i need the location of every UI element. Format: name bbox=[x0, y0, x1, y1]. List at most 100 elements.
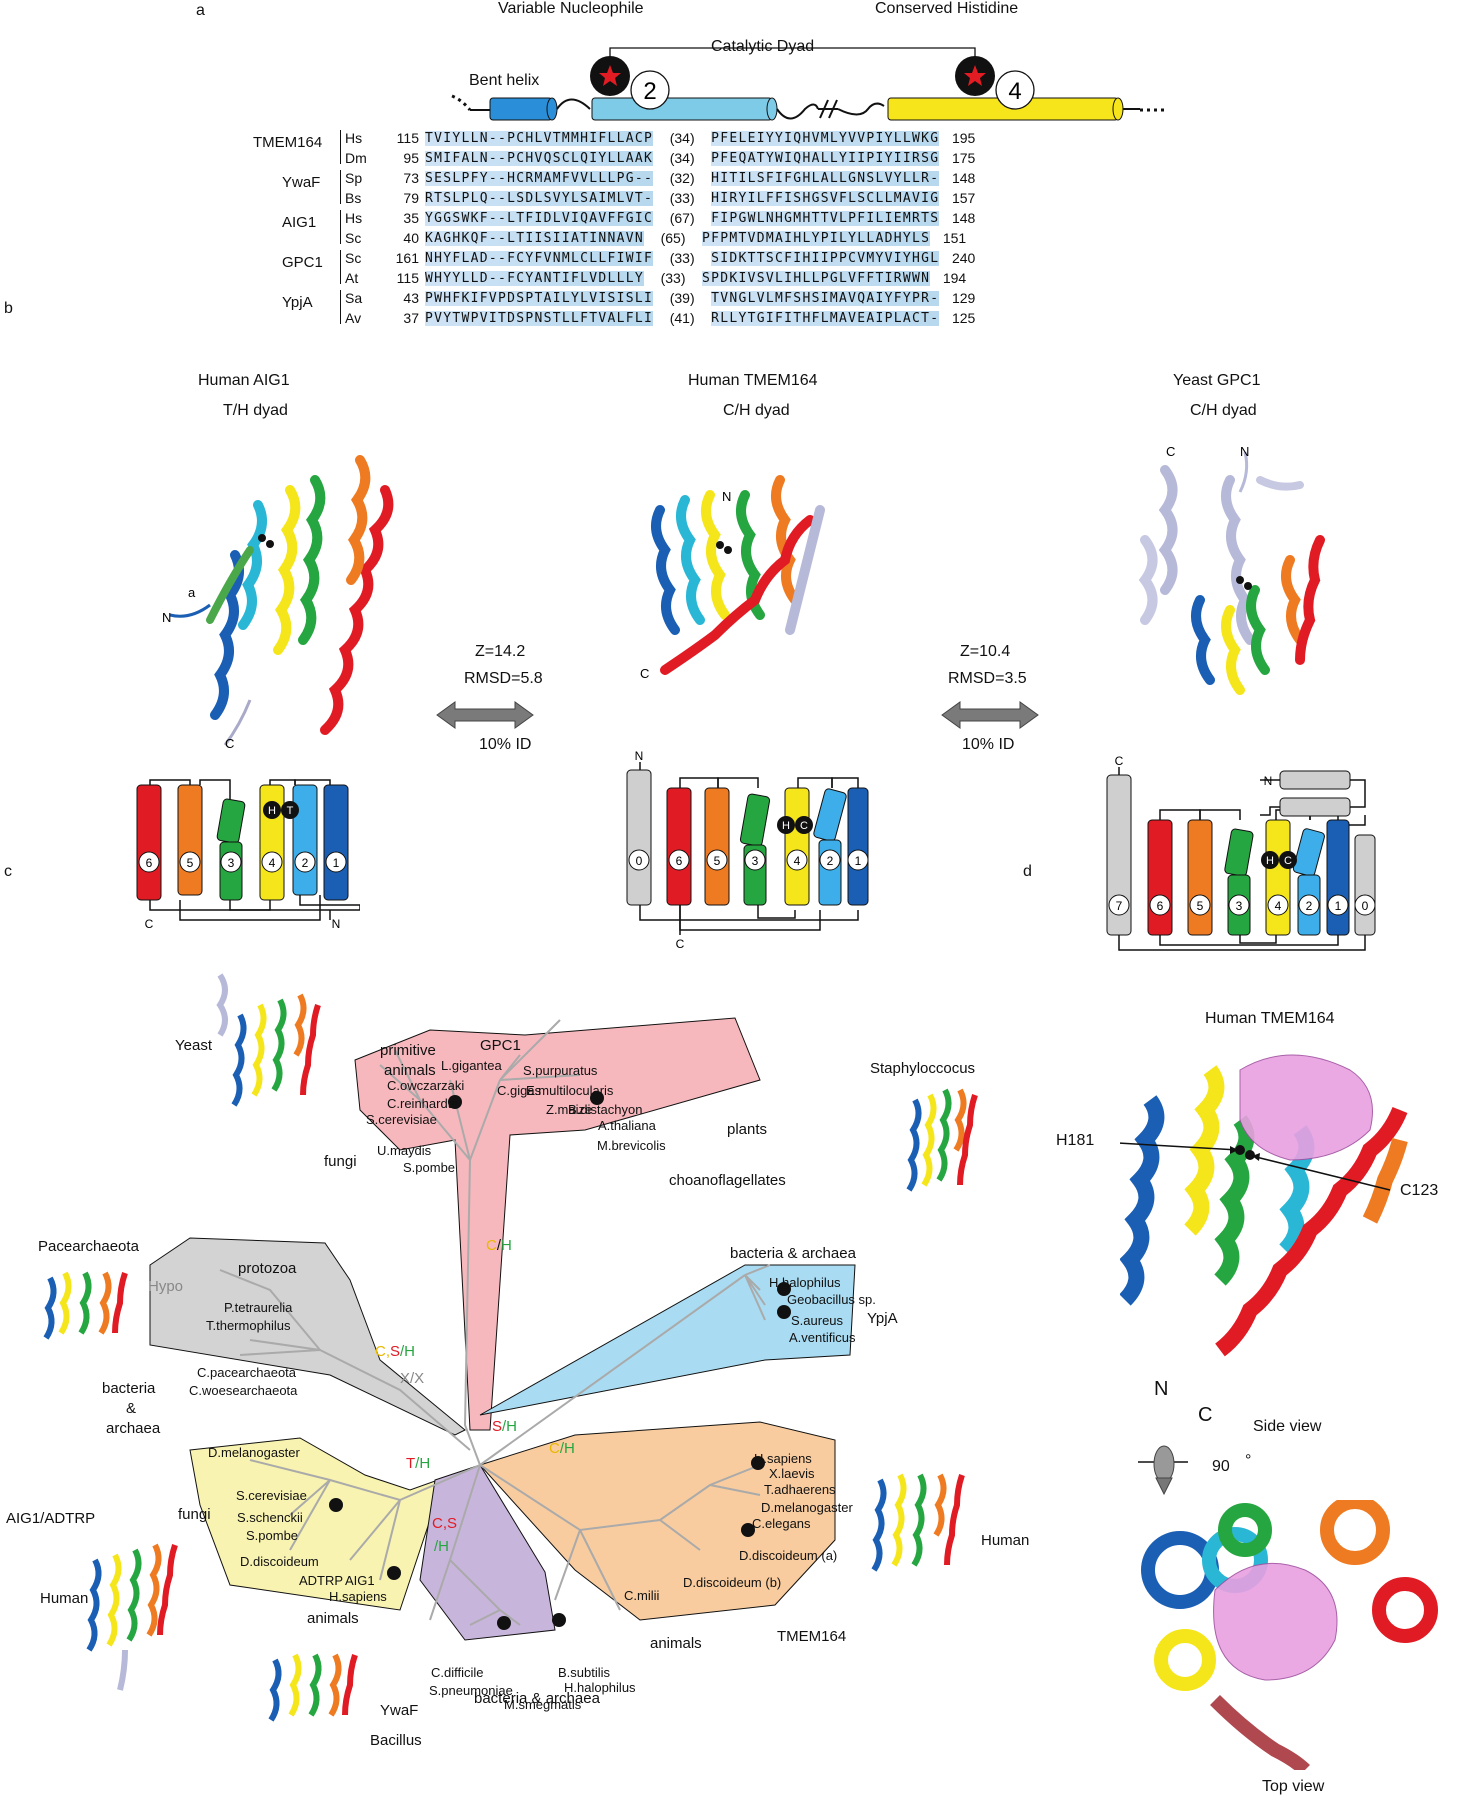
label-fungi: fungi bbox=[324, 1153, 357, 1170]
gpc1-topo-h4: 4 bbox=[1275, 899, 1282, 913]
rmsd-right: RMSD=3.5 bbox=[948, 670, 1027, 687]
tmem164-top-view bbox=[1141, 1500, 1438, 1770]
hypo-title: Hypo bbox=[148, 1278, 184, 1295]
aig1-topo-h3: 3 bbox=[228, 856, 235, 870]
hypo-species-label: C.woesearchaeota bbox=[189, 1383, 298, 1398]
tmem164-topology-diagram: 0 6 5 3 4 2 1 H C N C bbox=[626, 750, 869, 951]
sequence-segment-1: KAGHKQF--LTIISIIATINNAVN bbox=[425, 230, 645, 246]
tmem-topo-h0: 0 bbox=[636, 854, 643, 868]
ywaf-species-label: C.difficile bbox=[431, 1665, 484, 1680]
gap-length: (67) bbox=[669, 210, 695, 226]
start-position: 79 bbox=[403, 190, 419, 206]
ypja-species-label: Geobacillus sp. bbox=[787, 1292, 876, 1307]
gpc1-dyad-label: C/H bbox=[486, 1237, 512, 1254]
gpc1-species-label: B.distachyon bbox=[568, 1102, 643, 1117]
gpc1-topo-n: N bbox=[1264, 774, 1273, 788]
label-primitive: primitive bbox=[380, 1042, 436, 1059]
panel-letter-b: b bbox=[4, 300, 13, 317]
gpc1-topo-h1: 1 bbox=[1335, 899, 1342, 913]
tmem164-title: Human TMEM164 bbox=[688, 372, 818, 389]
family-label: GPC1 bbox=[282, 254, 323, 271]
tmem-species-label: T.adhaerens bbox=[764, 1482, 836, 1497]
conserved-histidine-label: Conserved Histidine bbox=[875, 0, 1019, 17]
gap-length: (65) bbox=[660, 230, 686, 246]
staph-thumbnail bbox=[906, 1088, 978, 1192]
species-code: Hs bbox=[345, 130, 363, 146]
gpc1-title: Yeast GPC1 bbox=[1173, 372, 1261, 389]
tmem-topo-h4: 4 bbox=[794, 854, 801, 868]
gpc1-topology-diagram: 7 6 5 3 4 2 1 0 H C C N bbox=[1106, 755, 1376, 951]
gpc1-hull bbox=[354, 1017, 761, 1431]
aig1-topo-h4: 4 bbox=[269, 856, 276, 870]
tmem-topo-h1: 1 bbox=[855, 854, 862, 868]
start-position: 40 bbox=[403, 230, 419, 246]
z-score-left: Z=14.2 bbox=[475, 643, 526, 660]
gap-length: (41) bbox=[669, 310, 695, 326]
gap-length: (33) bbox=[669, 190, 695, 206]
gpc1-group-title: GPC1 bbox=[480, 1037, 521, 1054]
start-position: 95 bbox=[403, 150, 419, 166]
ywaf-species-label: B.subtilis bbox=[558, 1665, 611, 1680]
tmem164-n-label: N bbox=[722, 489, 731, 504]
aig1-species-label: H.sapiens bbox=[329, 1589, 387, 1604]
panel-letter-a: a bbox=[196, 2, 205, 19]
rotation-angle: 90 bbox=[1212, 1458, 1230, 1475]
aig1-topo-his: H bbox=[268, 805, 276, 817]
sequence-segment-2: SPDKIVSVLIHLLPGLVFFTIRWWN bbox=[702, 270, 931, 286]
ywaf-bacteria-label: bacteria & archaea bbox=[474, 1690, 600, 1707]
helix-4-number: 4 bbox=[1008, 78, 1021, 105]
aig1-topo-thr: T bbox=[287, 805, 294, 817]
tmem164-side-view bbox=[1120, 1054, 1408, 1357]
tmem-species-label: D.discoideum (a) bbox=[739, 1548, 838, 1563]
gap-length: (34) bbox=[669, 150, 695, 166]
sequence-segment-1: TVIYLLN--PCHLVTMMHIFLLACP bbox=[425, 130, 654, 146]
family-label: TMEM164 bbox=[253, 134, 323, 151]
sequence-segment-1: NHYFLAD--FCYFVNMLCLLFIWIF bbox=[425, 250, 654, 266]
gpc1-species-label: Z.maize bbox=[546, 1102, 593, 1117]
identity-left: 10% ID bbox=[479, 736, 532, 753]
rotate-arrow-icon bbox=[1138, 1445, 1188, 1496]
species-code: Av bbox=[345, 310, 362, 326]
tmem-species-label: H.sapiens bbox=[754, 1451, 812, 1466]
aig1-species-label: S.schenckii bbox=[237, 1510, 303, 1525]
label-choanoflagellates: choanoflagellates bbox=[669, 1172, 786, 1189]
gpc1-ribbon-structure: C N bbox=[1138, 444, 1325, 695]
double-arrow-right bbox=[941, 701, 1039, 729]
tmem164-ribbon-structure: N C bbox=[640, 475, 825, 681]
catalytic-dyad-label: Catalytic Dyad bbox=[711, 38, 815, 55]
gpc1-topo-h3: 3 bbox=[1236, 899, 1243, 913]
tmem164-c-label: C bbox=[640, 666, 649, 681]
gpc1-topo-cys: C bbox=[1284, 855, 1292, 867]
aig1-ribbon-structure: N C a bbox=[162, 455, 394, 751]
start-position: 37 bbox=[403, 310, 419, 326]
sequence-segment-1: SMIFALN--PCHVQSCLQIYLLAAK bbox=[425, 150, 654, 166]
human-label-right: Human bbox=[981, 1532, 1030, 1549]
aig1-topo-h2: 2 bbox=[302, 856, 309, 870]
tmem-title: TMEM164 bbox=[777, 1628, 847, 1645]
ypja-species-label: A.ventificus bbox=[789, 1330, 856, 1345]
label-archaea: archaea bbox=[106, 1420, 161, 1437]
gpc1-topo-h5: 5 bbox=[1197, 899, 1204, 913]
aig1-c-label: C bbox=[225, 736, 234, 751]
human-label-left: Human bbox=[40, 1590, 89, 1607]
gpc1-species-label: C.reinhardtii bbox=[387, 1096, 458, 1111]
gap-length: (39) bbox=[669, 290, 695, 306]
hypo-xx-label: X/X bbox=[400, 1370, 425, 1387]
start-position: 73 bbox=[403, 170, 419, 186]
sequence-segment-1: YGGSWKF--LTFIDLVIQAVFFGIC bbox=[425, 210, 654, 226]
family-label: AIG1 bbox=[282, 214, 317, 231]
aig1-topo-h5: 5 bbox=[187, 856, 194, 870]
gpc1-dyad: C/H dyad bbox=[1190, 402, 1257, 419]
aig1-thumbnail bbox=[86, 1543, 178, 1691]
aig1-topology-diagram: 6 5 3 4 2 1 H T C N bbox=[136, 779, 360, 931]
sequence-segment-1: WHYYLLD--FCYANTIFLVDLLLY bbox=[425, 270, 645, 286]
family-label: YpjA bbox=[282, 294, 313, 311]
staph-label: Staphyloccocus bbox=[870, 1060, 976, 1077]
species-code: Bs bbox=[345, 190, 362, 206]
aig1-topo-n: N bbox=[332, 917, 341, 931]
aig1-h-label: /H bbox=[434, 1538, 449, 1555]
